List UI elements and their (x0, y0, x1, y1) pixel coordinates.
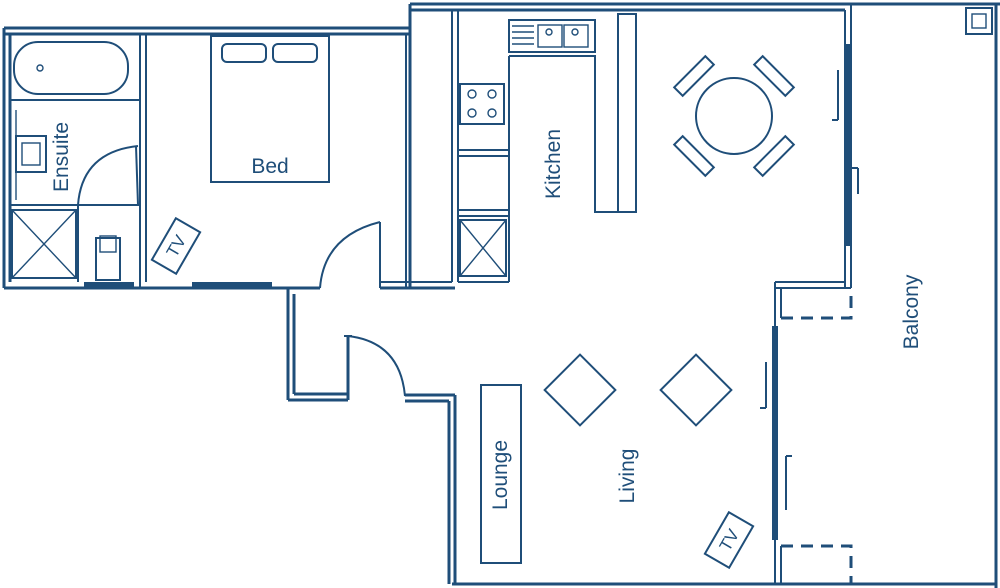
fridge-icon (459, 219, 507, 277)
cooktop-icon (459, 83, 505, 125)
balcony-sliding-doors: Balcony (760, 4, 993, 584)
sink-icon (508, 19, 596, 53)
shower-icon (11, 209, 77, 279)
room-label-balcony: Balcony (900, 274, 923, 349)
ensuite-door (77, 145, 139, 206)
room-label-bed: Bed (251, 155, 288, 178)
room-label-ensuite: Ensuite (50, 122, 73, 192)
kitchen-room: Kitchen (380, 10, 637, 283)
bathtub-icon (13, 41, 129, 95)
living-room: Lounge Living TV (344, 335, 755, 570)
tv-icon-living: TV (703, 510, 755, 570)
side-table-left-icon (543, 353, 617, 427)
side-table-right-icon (659, 353, 733, 427)
room-label-lounge: Lounge (489, 440, 512, 510)
bed-icon (210, 35, 330, 183)
room-label-living: Living (616, 449, 639, 504)
ensuite-room: Ensuite (10, 34, 147, 288)
lounge-icon (480, 384, 522, 564)
dining-table-icon (672, 54, 796, 178)
tv-icon-bedroom: TV (150, 216, 202, 276)
entry-door (347, 335, 406, 397)
bedroom-room: Bed TV (84, 34, 407, 289)
bedroom-door (319, 221, 381, 289)
basin-icon (15, 135, 47, 173)
toilet-icon (95, 237, 121, 281)
room-label-kitchen: Kitchen (542, 129, 565, 199)
